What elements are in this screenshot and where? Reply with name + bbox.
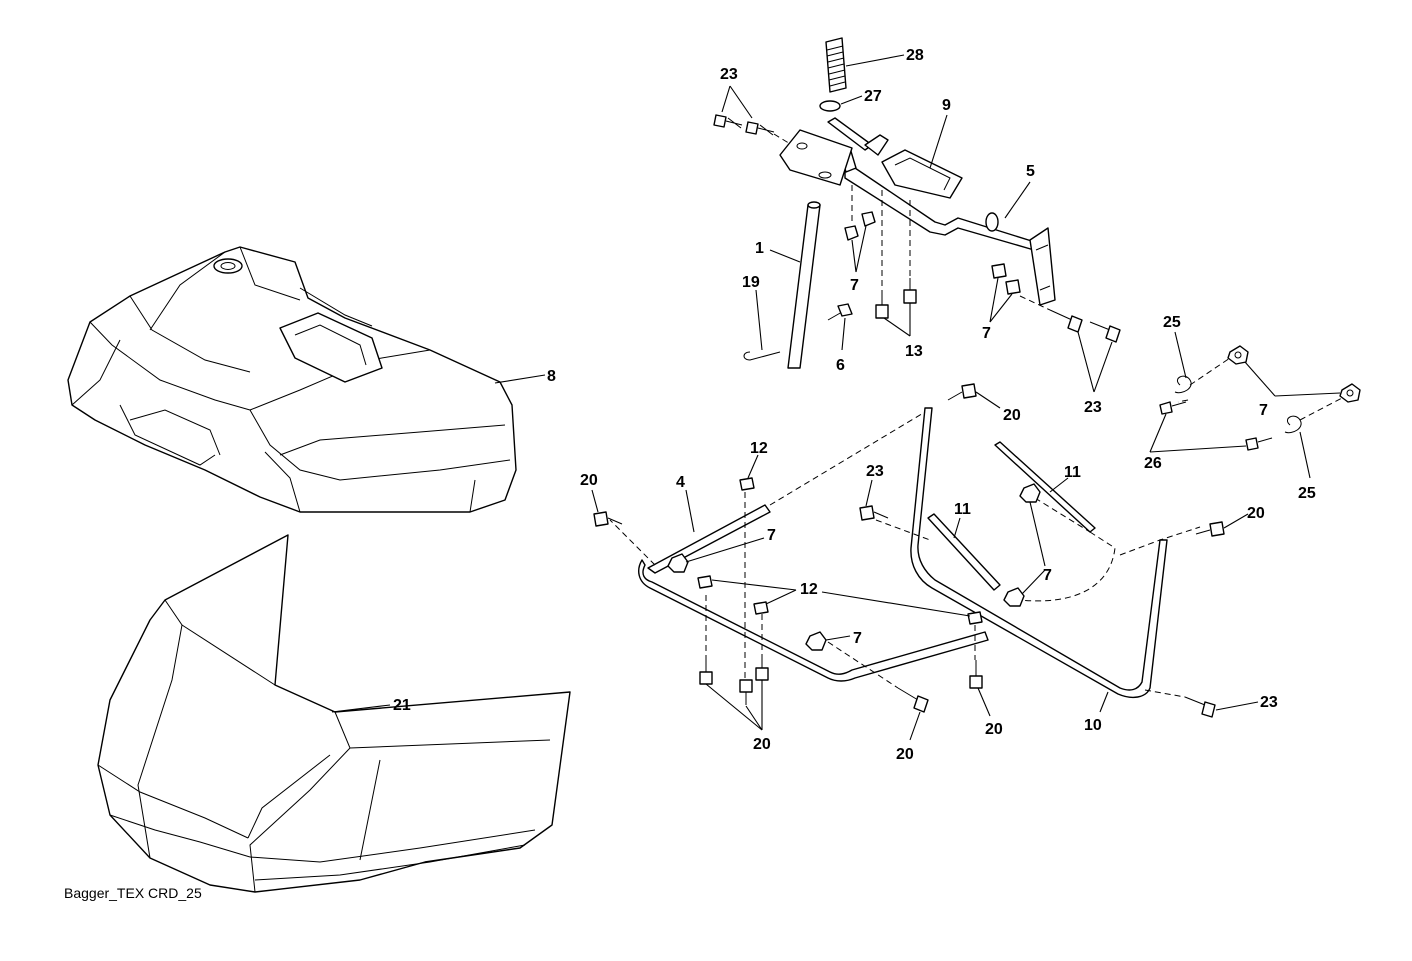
bolt-part-20-bottom-mid[interactable] (897, 687, 929, 713)
callout-25-bottom: 25 (1298, 485, 1316, 502)
nut-part-7-frame[interactable] (667, 483, 1041, 651)
washer-part-27[interactable] (819, 100, 841, 112)
callout-7-frame-c: 7 (1043, 567, 1052, 584)
handle-pad-part-9[interactable] (881, 149, 963, 199)
bolt-part-20-top[interactable] (947, 383, 977, 401)
callout-28: 28 (906, 47, 924, 64)
tube-part-1[interactable] (787, 201, 821, 369)
callout-10: 10 (1084, 717, 1102, 734)
callout-7-right: 7 (1259, 402, 1268, 419)
callout-20-right: 20 (1247, 505, 1265, 522)
nut-part-7-handlebar[interactable] (991, 263, 1021, 295)
bagger-lid-part-8[interactable] (67, 246, 517, 513)
callout-7-frame-a: 7 (767, 527, 776, 544)
pin-part-6[interactable] (827, 303, 853, 321)
callout-7-handlebar: 7 (982, 325, 991, 342)
callout-7-mount: 7 (850, 277, 859, 294)
bolt-part-20-bottom-right[interactable] (969, 660, 983, 689)
bagger-body-part-21[interactable] (97, 534, 571, 893)
handle-grip-part-28[interactable] (825, 37, 847, 93)
callout-20-bottom-left: 20 (753, 736, 771, 753)
callout-11-left: 11 (954, 501, 971, 518)
callout-21: 21 (393, 697, 411, 714)
callout-5: 5 (1026, 163, 1035, 180)
callout-25-top: 25 (1163, 314, 1181, 331)
callout-20-bottom-right: 20 (985, 721, 1003, 738)
callout-20-left: 20 (580, 472, 598, 489)
callout-11-top: 11 (1064, 464, 1081, 481)
bolt-part-23-top[interactable] (713, 114, 775, 136)
callout-27: 27 (864, 88, 882, 105)
hairpin-part-19[interactable] (743, 351, 781, 361)
callout-23-handlebar: 23 (1084, 399, 1102, 416)
callout-8: 8 (547, 368, 556, 385)
brace-part-11[interactable] (927, 441, 1096, 591)
callout-1: 1 (755, 240, 764, 257)
callout-4: 4 (676, 474, 685, 491)
callout-20-top: 20 (1003, 407, 1021, 424)
nut-part-7-right[interactable] (1227, 345, 1361, 403)
callout-13: 13 (905, 343, 923, 360)
bolt-part-23-handlebar[interactable] (1049, 309, 1121, 343)
diagram-caption: Bagger_TEX CRD_25 (64, 885, 202, 901)
callout-23-top: 23 (720, 66, 738, 83)
callout-19: 19 (742, 274, 760, 291)
bolt-part-26[interactable] (1159, 401, 1273, 451)
callout-23-frame-left: 23 (866, 463, 884, 480)
frame-part-10[interactable] (910, 407, 1168, 699)
bolt-part-13[interactable] (875, 278, 917, 319)
clip-part-25[interactable] (1174, 375, 1302, 434)
callout-6: 6 (836, 357, 845, 374)
callout-20-bottom-mid: 20 (896, 746, 914, 763)
callout-26: 26 (1144, 455, 1162, 472)
handlebar-part-5[interactable] (827, 117, 1056, 306)
bolt-part-20-right[interactable] (1195, 521, 1225, 537)
nut-part-7-mount[interactable] (844, 211, 876, 241)
bolt-part-20-bottom-left[interactable] (699, 656, 769, 705)
bolt-part-23-frame-left[interactable] (859, 505, 889, 521)
bolt-part-23-frame-right[interactable] (1184, 696, 1216, 718)
square-nut-part-12[interactable] (697, 477, 983, 625)
callout-12-mid: 12 (800, 581, 818, 598)
callout-23-frame-right: 23 (1260, 694, 1278, 711)
callout-7-frame-b: 7 (853, 630, 862, 647)
callout-9: 9 (942, 97, 951, 114)
handle-mount-bracket[interactable] (779, 129, 889, 186)
bolt-part-20-left[interactable] (593, 511, 623, 527)
callout-12-top: 12 (750, 440, 768, 457)
